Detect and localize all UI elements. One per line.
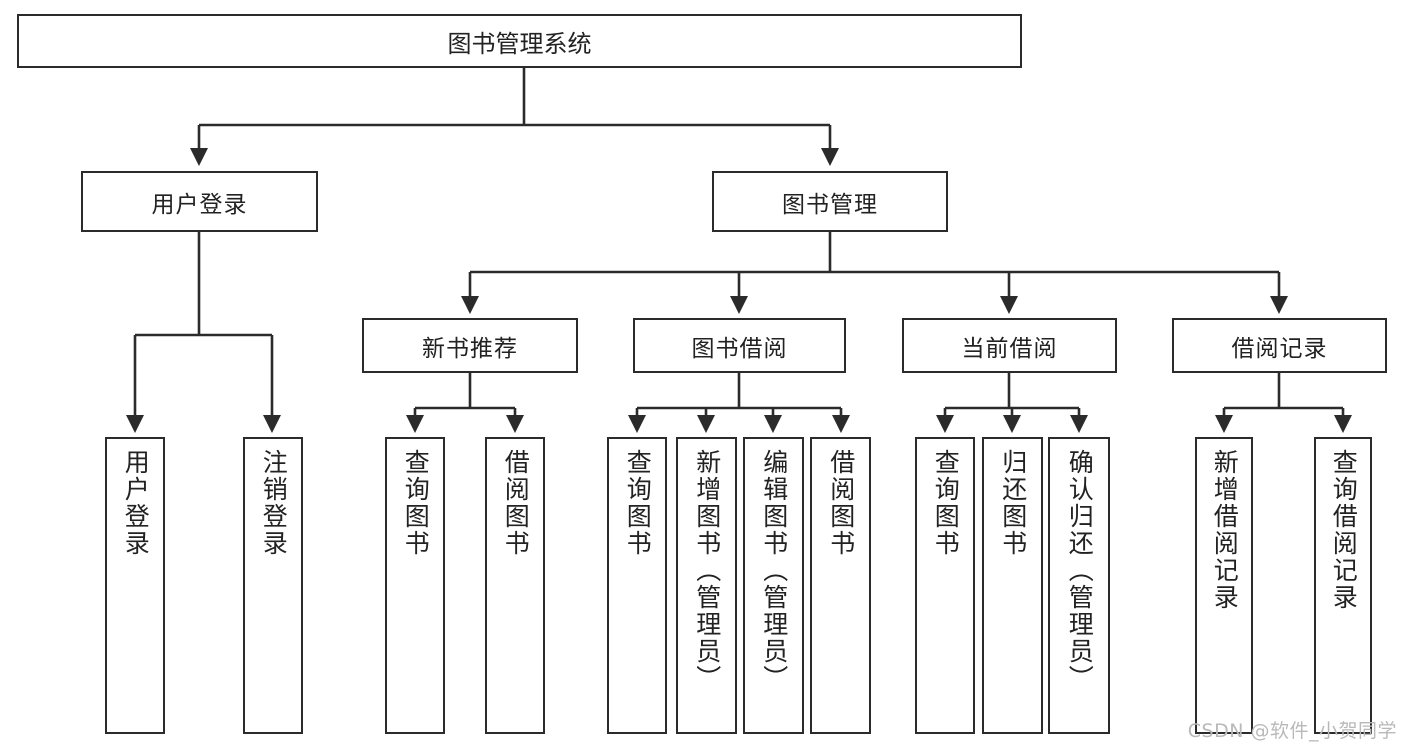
node-leaf-query-book-borrow[interactable]: 查询图书 [607, 437, 667, 734]
watermark-text: CSDN @软件_小贺同学 [1187, 720, 1397, 742]
node-leaf-edit-book-label: 编辑图书（管理员） [759, 449, 789, 692]
node-leaf-logout-login-label: 注销登录 [259, 449, 289, 557]
node-new-book-recommend-label: 新书推荐 [422, 335, 518, 362]
node-user-login[interactable]: 用户登录 [81, 171, 318, 232]
node-leaf-borrow-book-label: 借阅图书 [826, 449, 856, 557]
node-leaf-edit-book[interactable]: 编辑图书（管理员） [743, 437, 804, 734]
node-current-borrow[interactable]: 当前借阅 [902, 318, 1117, 373]
node-leaf-add-book-label: 新增图书（管理员） [692, 449, 722, 692]
node-current-borrow-label: 当前借阅 [961, 335, 1058, 362]
node-leaf-borrow-book[interactable]: 借阅图书 [810, 437, 871, 734]
node-borrow-record[interactable]: 借阅记录 [1172, 318, 1387, 373]
node-leaf-add-book[interactable]: 新增图书（管理员） [676, 437, 737, 734]
node-leaf-return-book-label: 归还图书 [998, 449, 1028, 557]
node-leaf-borrow-book-recommend-label: 借阅图书 [501, 449, 531, 557]
node-new-book-recommend[interactable]: 新书推荐 [362, 318, 578, 373]
node-leaf-logout-login[interactable]: 注销登录 [243, 437, 303, 734]
node-leaf-query-book-recommend-label: 查询图书 [401, 449, 431, 557]
node-leaf-query-book-current[interactable]: 查询图书 [915, 437, 975, 734]
node-book-borrow-label: 图书借阅 [691, 335, 788, 362]
node-leaf-query-book-borrow-label: 查询图书 [623, 449, 653, 557]
node-leaf-query-borrow-record[interactable]: 查询借阅记录 [1314, 437, 1372, 734]
node-leaf-query-book-current-label: 查询图书 [931, 449, 961, 557]
node-leaf-query-borrow-record-label: 查询借阅记录 [1329, 449, 1359, 611]
node-leaf-borrow-book-recommend[interactable]: 借阅图书 [485, 437, 545, 734]
node-book-manage-label: 图书管理 [782, 191, 878, 218]
node-leaf-add-borrow-record[interactable]: 新增借阅记录 [1195, 437, 1253, 734]
node-leaf-return-book[interactable]: 归还图书 [982, 437, 1043, 734]
node-root-system[interactable]: 图书管理系统 [17, 14, 1022, 68]
node-leaf-user-login-label: 用户登录 [121, 449, 151, 557]
node-root-system-label: 图书管理系统 [447, 29, 592, 58]
node-leaf-add-borrow-record-label: 新增借阅记录 [1210, 449, 1240, 611]
node-leaf-confirm-return[interactable]: 确认归还（管理员） [1048, 437, 1110, 734]
node-leaf-user-login[interactable]: 用户登录 [105, 437, 165, 734]
node-leaf-query-book-recommend[interactable]: 查询图书 [385, 437, 445, 734]
node-borrow-record-label: 借阅记录 [1231, 335, 1328, 362]
node-book-borrow[interactable]: 图书借阅 [633, 318, 846, 373]
node-user-login-label: 用户登录 [151, 191, 248, 218]
node-book-manage[interactable]: 图书管理 [712, 171, 948, 232]
node-leaf-confirm-return-label: 确认归还（管理员） [1065, 449, 1095, 692]
